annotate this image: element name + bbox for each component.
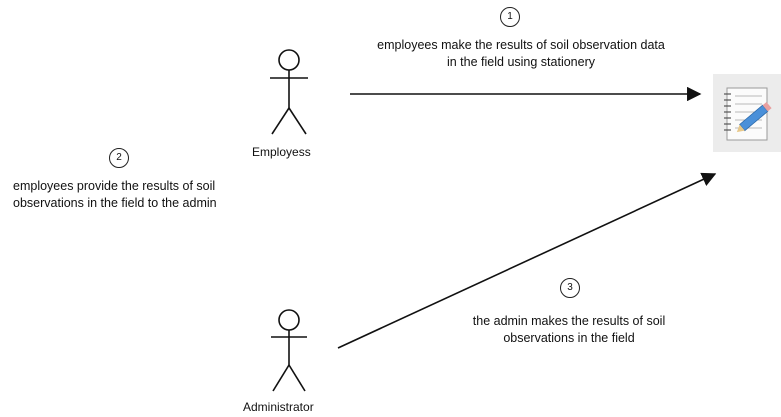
step-2-description: employees provide the results of soil ob… [13, 179, 217, 210]
step-1-badge: 1 [500, 7, 520, 27]
employee-actor-icon [270, 49, 308, 135]
admin-actor-icon [271, 309, 307, 392]
employee-actor-label: Employess [252, 145, 311, 159]
step-2-badge: 2 [109, 148, 129, 168]
step-1-description: employees make the results of soil obser… [377, 38, 665, 69]
admin-actor-label: Administrator [243, 400, 314, 414]
notepad-pencil-icon [713, 74, 781, 152]
step-3-description: the admin makes the results of soil obse… [472, 314, 666, 345]
step-3-badge: 3 [560, 278, 580, 298]
arrow-admin-to-document [337, 172, 717, 349]
